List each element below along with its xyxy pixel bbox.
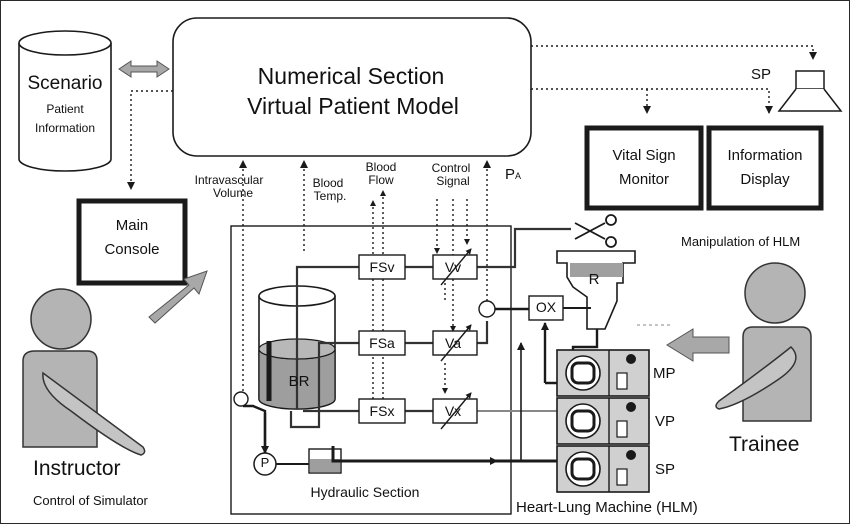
main-console-line1: Main xyxy=(115,217,149,234)
instructor-label: Instructor xyxy=(33,457,121,480)
oxygenator-label: OX xyxy=(535,299,557,315)
sensor-signal-lines xyxy=(239,160,491,404)
blood-flow-label-1: Blood xyxy=(365,160,397,174)
valve-adjust-arrows xyxy=(440,248,472,430)
blood-reservoir xyxy=(258,285,336,410)
vital-sign-line2: Monitor xyxy=(618,171,670,188)
oxygenator-ox xyxy=(528,295,564,321)
monitor-signal-line xyxy=(531,88,773,114)
information-display xyxy=(706,125,824,211)
vv-label: Vv xyxy=(444,259,462,275)
pump-unit-mp xyxy=(556,349,650,397)
valve-vv xyxy=(432,254,478,280)
hydraulic-section-label: Hydraulic Section xyxy=(310,484,420,500)
fsv-label: FSv xyxy=(369,259,395,275)
vx-label: Vx xyxy=(444,403,462,419)
scenario-line1: Patient xyxy=(46,102,84,116)
blood-temp-label-1: Blood xyxy=(312,176,344,190)
blood-flow-label-2: Flow xyxy=(368,173,394,187)
trainee-arrow xyxy=(666,328,730,362)
vital-sign-line1: Vital Sign xyxy=(612,147,676,164)
pump-unit-sp xyxy=(556,445,650,493)
intravascular-label-1: Intravascular xyxy=(194,173,264,187)
mp-label: MP xyxy=(653,365,676,382)
arterial-pressure-sensor xyxy=(478,300,496,318)
control-signal-label-2: Signal xyxy=(436,174,470,188)
sp-pump-label: SP xyxy=(655,461,676,478)
main-console-monitor xyxy=(76,198,188,286)
data-exchange-arrow xyxy=(118,60,170,78)
valve-vx xyxy=(432,398,478,424)
reservoir-label: BR xyxy=(288,373,310,390)
fsx-label: FSx xyxy=(369,403,395,419)
main-console-line2: Console xyxy=(104,241,160,258)
hlm-reservoir-label: R xyxy=(588,271,600,288)
info-display-line2: Display xyxy=(740,171,790,188)
manipulation-label: Manipulation of HLM xyxy=(681,234,801,249)
audio-signal-line xyxy=(531,45,817,60)
pump-label: P xyxy=(260,455,270,470)
info-display-line1: Information xyxy=(727,147,803,164)
vp-label: VP xyxy=(655,413,676,430)
scenario-line2: Information xyxy=(34,121,96,135)
hlm-return-line xyxy=(331,446,498,465)
speaker-icon xyxy=(777,70,843,112)
vital-sign-monitor xyxy=(584,125,704,211)
trainee-label: Trainee xyxy=(729,433,800,456)
flow-sensor-fsa xyxy=(358,330,406,356)
va-label: Va xyxy=(444,335,462,351)
hydraulic-section-box xyxy=(230,225,512,515)
numerical-subtitle: Virtual Patient Model xyxy=(247,93,459,119)
flow-sensor-fsx xyxy=(358,398,406,424)
instructor-role-label: Control of Simulator xyxy=(33,493,148,508)
blood-temp-label-2: Temp. xyxy=(313,189,347,203)
instructor-arrow xyxy=(148,270,208,324)
scenario-title: Scenario xyxy=(27,73,103,94)
intravascular-label-2: Volume xyxy=(212,186,254,200)
speaker-label: SP xyxy=(751,66,772,83)
hlm-reservoir xyxy=(556,250,636,330)
scissors-icon xyxy=(574,214,617,248)
numerical-title: Numerical Section xyxy=(257,63,445,89)
valve-va xyxy=(432,330,478,356)
instructor-figure xyxy=(22,288,146,456)
scenario-database-icon xyxy=(18,30,112,172)
numerical-section-box xyxy=(172,17,532,157)
console-signal-line xyxy=(127,90,173,190)
arterial-pressure-label: PA xyxy=(505,166,522,183)
control-signal-label-1: Control xyxy=(431,161,471,175)
pump-unit-vp xyxy=(556,397,650,445)
pressure-sensor xyxy=(233,391,249,407)
trainee-figure xyxy=(715,262,812,422)
control-signal-lines xyxy=(434,199,470,394)
hlm-label: Heart-Lung Machine (HLM) xyxy=(516,499,698,516)
flow-sensor-fsv xyxy=(358,254,406,280)
fsa-label: FSa xyxy=(369,335,395,351)
